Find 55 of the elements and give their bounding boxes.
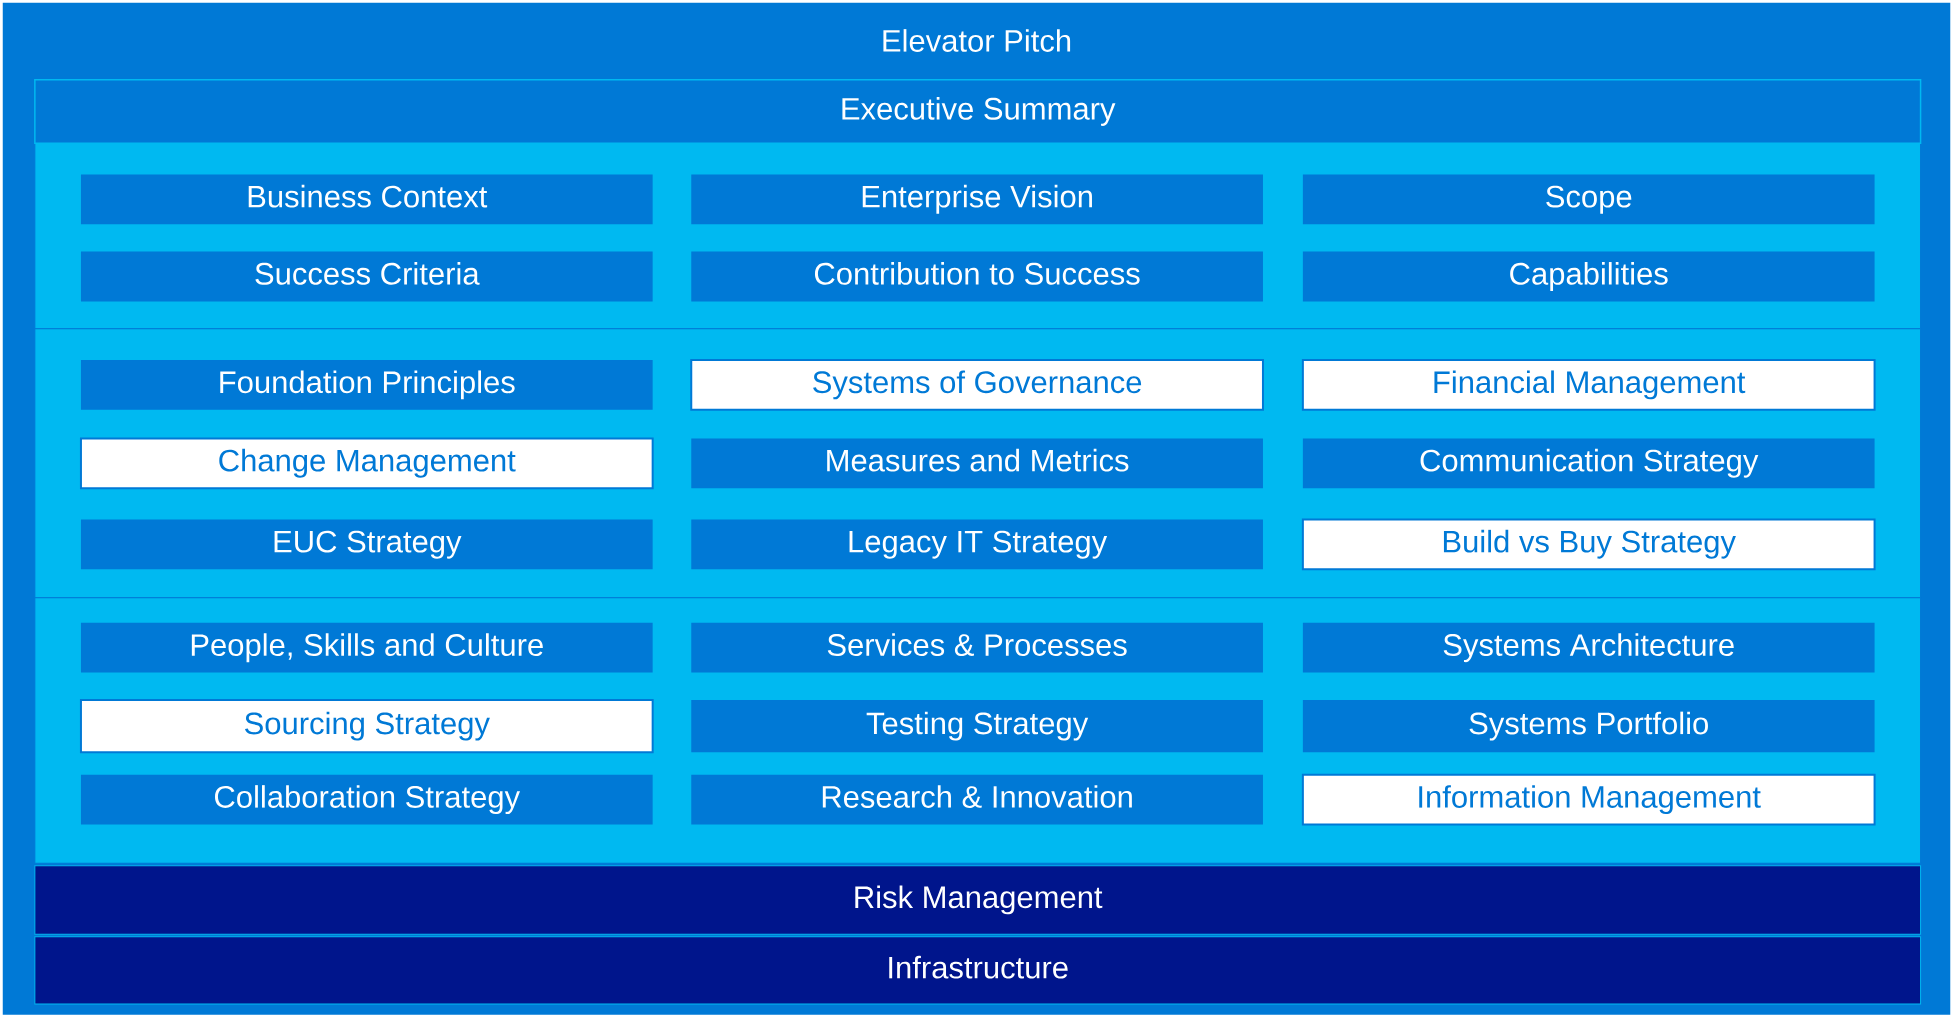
- topic-label: Services & Processes: [827, 633, 1127, 656]
- topic-box: [1302, 622, 1875, 673]
- topic-label: Research & Innovation: [822, 785, 1132, 808]
- highlighted-topic-box: [1301, 359, 1876, 411]
- heading-text: Elevator Pitch: [883, 29, 1071, 52]
- topic-label: Build vs Buy Strategy: [1443, 529, 1736, 559]
- topic-label: Systems of Governance: [813, 370, 1142, 400]
- topic-label: Foundation Principles: [220, 370, 515, 400]
- topic-box: [80, 774, 653, 825]
- topic-box: [80, 519, 653, 570]
- topic-label: Collaboration Strategy: [215, 785, 521, 815]
- topic-box: [1302, 251, 1875, 302]
- topic-label: Systems Architecture: [1443, 633, 1734, 663]
- topic-label: Financial Management: [1434, 370, 1746, 400]
- heading-text: Risk Management: [855, 885, 1103, 915]
- topic-label: Testing Strategy: [866, 711, 1089, 741]
- topic-label: Scope: [1546, 185, 1632, 214]
- topic-label: Systems Portfolio: [1469, 711, 1708, 741]
- topic-label: Information Management: [1419, 785, 1761, 815]
- highlighted-topic-box: [1301, 773, 1876, 826]
- heading-bar: [34, 936, 1922, 1005]
- topic-box: [1302, 174, 1875, 225]
- highlighted-topic-box: [690, 359, 1264, 411]
- heading-text: Infrastructure: [889, 955, 1068, 979]
- highlighted-topic-box: [1301, 518, 1876, 571]
- topic-label: Success Criteria: [255, 262, 480, 285]
- topic-box: [691, 774, 1263, 825]
- topic-box: [80, 251, 653, 302]
- highlighted-topic-box: [79, 437, 654, 490]
- topic-box: [1302, 438, 1875, 489]
- topic-box: [80, 174, 653, 225]
- topic-box: [691, 438, 1263, 489]
- topic-box: [691, 622, 1263, 673]
- topic-label: People, Skills and Culture: [191, 633, 543, 663]
- topic-label: Legacy IT Strategy: [849, 530, 1108, 559]
- topic-label: Capabilities: [1510, 262, 1668, 291]
- topic-box: [80, 360, 653, 410]
- heading-bar: [34, 865, 1922, 935]
- topic-label: Communication Strategy: [1420, 448, 1759, 478]
- topic-box: [691, 174, 1263, 225]
- topic-label: Enterprise Vision: [862, 184, 1092, 214]
- heading-text: Executive Summary: [842, 97, 1116, 126]
- topic-box: [691, 251, 1263, 302]
- topic-label: Change Management: [219, 448, 516, 478]
- topic-box: [80, 622, 653, 673]
- topic-label: Contribution to Success: [815, 262, 1140, 285]
- topic-label: Measures and Metrics: [827, 448, 1129, 472]
- topic-box: [1302, 699, 1875, 753]
- topic-label: Sourcing Strategy: [245, 711, 490, 741]
- topic-box: [691, 699, 1263, 753]
- heading-bar: [34, 79, 1922, 144]
- highlighted-topic-box: [79, 698, 654, 754]
- topic-box: [691, 519, 1263, 570]
- topic-label: EUC Strategy: [274, 530, 462, 559]
- topic-label: Business Context: [248, 184, 488, 208]
